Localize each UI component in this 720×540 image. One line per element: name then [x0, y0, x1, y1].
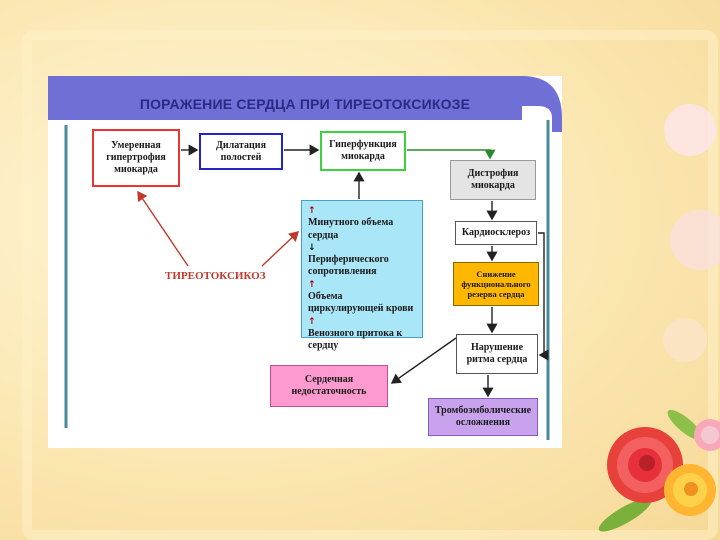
hemo-line: ↑ Объема: [308, 279, 416, 304]
box-hemodynamics: ↑ Минутного объема сердца ↓Периферическо…: [301, 200, 423, 351]
hemo-line: сердца: [308, 229, 339, 241]
hemo-line: ↑ Венозного притока к: [308, 316, 416, 341]
arrow-rhythm-to-hf: [390, 337, 457, 384]
hemo-line: ↑ Минутного объема: [308, 205, 416, 230]
up-arrow-icon: ↑: [308, 206, 316, 216]
thyrotoxicosis-label: ТИРЕОТОКСИКОЗ: [165, 270, 266, 282]
hemo-line: сердцу: [308, 340, 339, 352]
petal-decor-icon: [663, 104, 720, 362]
arrow-func-to-dystr: [407, 149, 496, 160]
title-banner: [48, 76, 562, 132]
rose-flower-icon: [598, 409, 720, 532]
page-title: ПОРАЖЕНИЕ СЕРДЦА ПРИ ТИРЕОТОКСИКОЗЕ: [139, 96, 471, 112]
arrow-thyro-to-hyper: [137, 190, 189, 267]
arrow-thyro-to-hemo: [261, 231, 300, 267]
arrow-cardio-to-rhythm: [538, 232, 549, 361]
up-arrow-icon: ↑: [308, 316, 316, 327]
up-arrow-icon: ↑: [308, 279, 316, 290]
hemo-line: ↓Периферического: [308, 242, 416, 267]
background-frame: [22, 30, 718, 540]
down-arrow-icon: ↓: [308, 242, 316, 253]
hemo-line: циркулирующей крови: [308, 303, 414, 315]
box-cardiosclerosis: Кардиосклероз: [455, 221, 537, 245]
hemo-line: сопротивления: [308, 266, 377, 278]
